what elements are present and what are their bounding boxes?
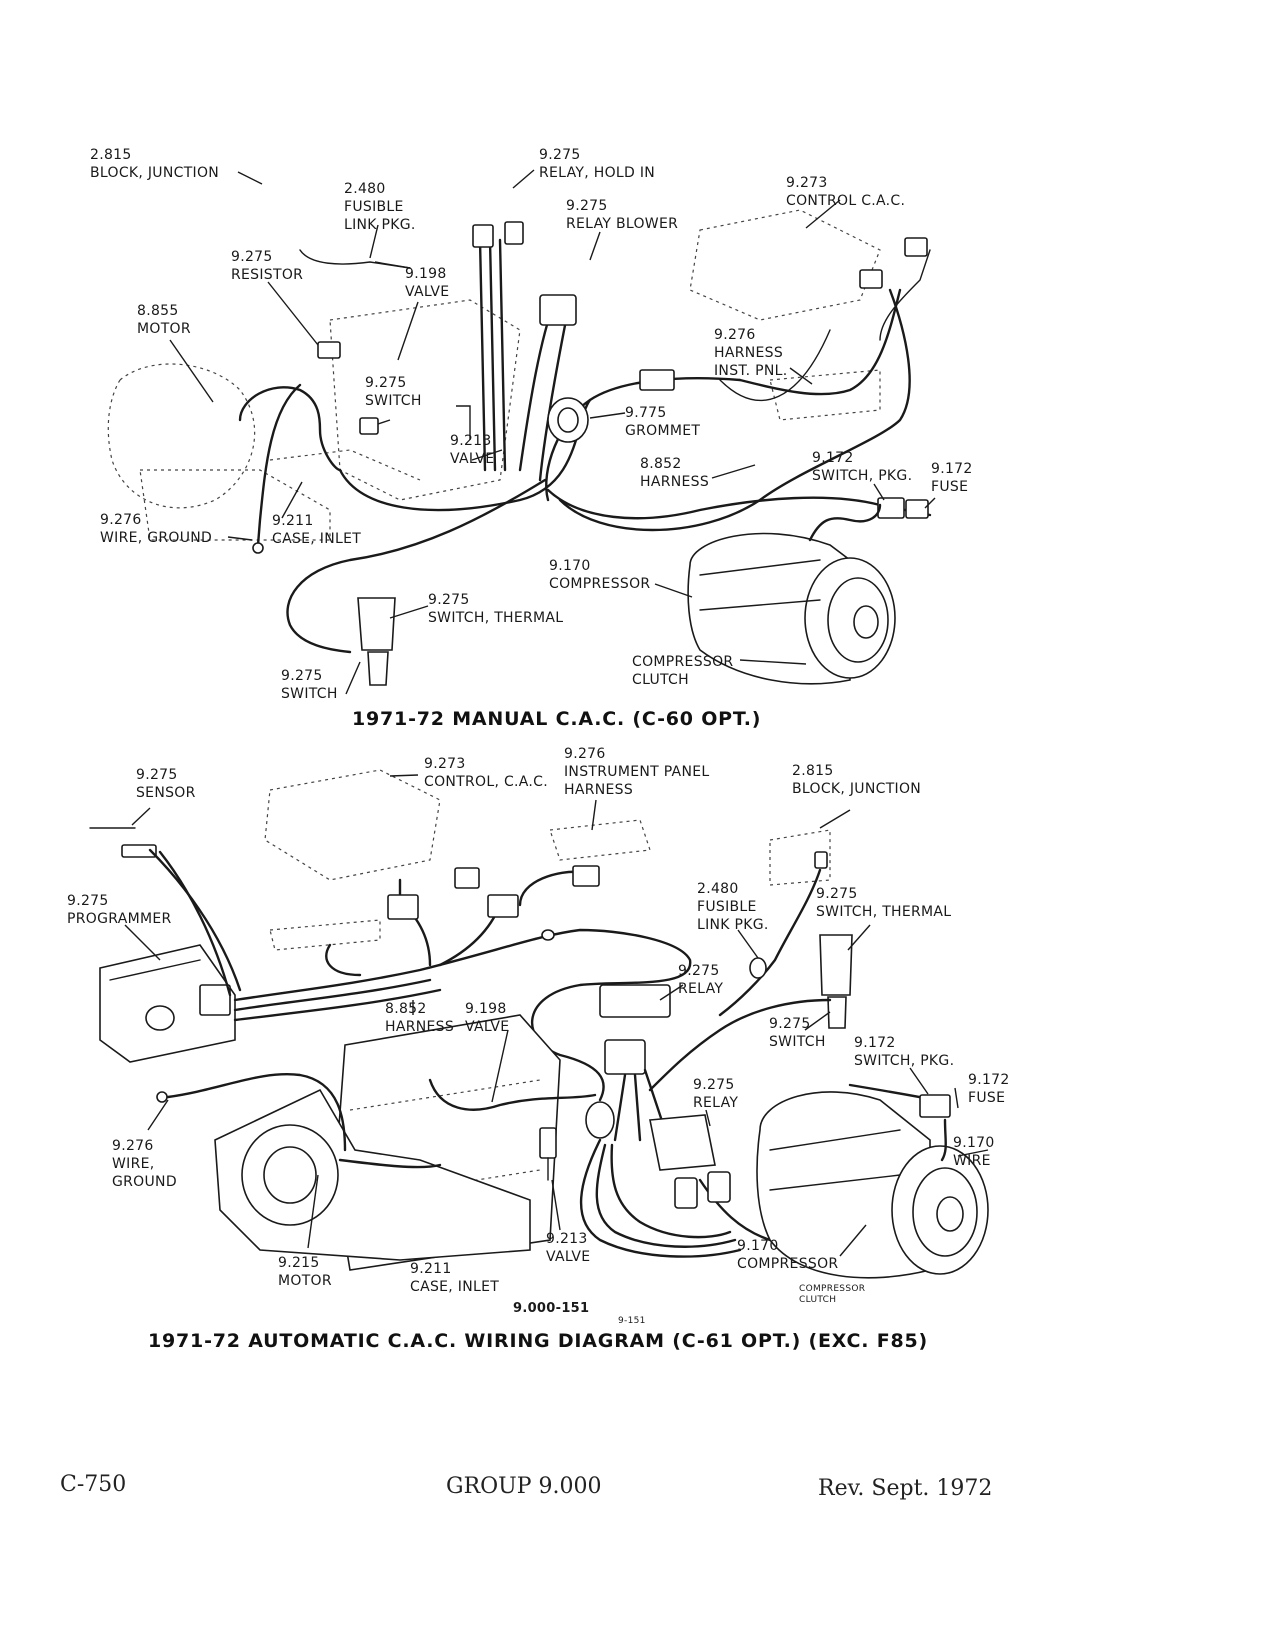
label-compressor-manual: 9.170 COMPRESSOR [549, 558, 651, 592]
figure-reference-small: 9-151 [618, 1316, 646, 1326]
label-valve-213-manual: 9.213 VALVE [450, 433, 495, 467]
label-motor-manual: 8.855 MOTOR [137, 303, 191, 337]
manual-cac-illustration [107, 209, 932, 686]
label-relay-upper-auto: 9.275 RELAY [678, 963, 724, 997]
label-fusible-link-auto: 2.480 FUSIBLE LINK PKG. [697, 881, 769, 933]
label-valve-198-manual: 9.198 VALVE [405, 266, 450, 300]
label-switch-pkg-manual: 9.172 SWITCH, PKG. [812, 450, 913, 484]
label-block-junction-manual: 2.815 BLOCK, JUNCTION [90, 147, 220, 181]
page-number: C-750 [60, 1472, 127, 1497]
automatic-diagram-title: 1971-72 AUTOMATIC C.A.C. WIRING DIAGRAM … [148, 1330, 929, 1352]
manual-leader-lines [169, 169, 936, 695]
label-wire-ground-auto: 9.276 WIRE, GROUND [112, 1138, 177, 1190]
label-wire-ground-manual: 9.276 WIRE, GROUND [100, 512, 213, 546]
label-resistor: 9.275 RESISTOR [231, 249, 304, 283]
manual-diagram-title: 1971-72 MANUAL C.A.C. (C-60 OPT.) [352, 708, 762, 730]
label-relay-hold-in: 9.275 RELAY, HOLD IN [539, 147, 656, 181]
label-fusible-link-manual: 2.480 FUSIBLE LINK PKG. [344, 181, 416, 233]
label-compressor-clutch-manual: COMPRESSOR CLUTCH [632, 654, 734, 688]
label-fuse-manual: 9.172 FUSE [931, 461, 973, 495]
label-control-cac-manual: 9.273 CONTROL C.A.C. [786, 175, 906, 209]
label-motor-auto: 9.215 MOTOR [278, 1255, 332, 1289]
label-grommet: 9.775 GROMMET [625, 405, 701, 439]
label-block-junction-auto: 2.815 BLOCK, JUNCTION [792, 763, 922, 797]
label-switch-manual: 9.275 SWITCH [365, 375, 422, 409]
label-fuse-auto: 9.172 FUSE [968, 1072, 1010, 1106]
label-sensor: 9.275 SENSOR [136, 767, 196, 801]
label-programmer: 9.275 PROGRAMMER [67, 893, 172, 927]
group-label: GROUP 9.000 [446, 1474, 602, 1499]
label-control-cac-auto: 9.273 CONTROL, C.A.C. [424, 756, 548, 790]
label-case-inlet-manual: 9.211 CASE, INLET [272, 513, 362, 547]
label-harness-manual: 8.852 HARNESS [640, 456, 710, 490]
label-switch-thermal-manual: 9.275 SWITCH, THERMAL [428, 592, 564, 626]
automatic-cac-illustration [89, 769, 989, 1279]
figure-reference-number: 9.000-151 [513, 1301, 590, 1316]
label-relay-blower: 9.275 RELAY BLOWER [566, 198, 679, 232]
label-compressor-auto: 9.170 COMPRESSOR [737, 1238, 839, 1272]
label-switch-bottom-manual: 9.275 SWITCH [281, 668, 338, 702]
automatic-leader-lines [124, 774, 989, 1257]
label-relay-lower-auto: 9.275 RELAY [693, 1077, 739, 1111]
label-valve-213-auto: 9.213 VALVE [546, 1231, 591, 1265]
label-harness-auto: 8.852 HARNESS [385, 1001, 455, 1035]
label-compressor-clutch-auto: COMPRESSOR CLUTCH [799, 1284, 866, 1305]
revision-date: Rev. Sept. 1972 [818, 1476, 993, 1501]
label-wire-auto: 9.170 WIRE [953, 1135, 995, 1169]
label-switch-pkg-auto: 9.172 SWITCH, PKG. [854, 1035, 955, 1069]
label-harness-inst-pnl: 9.276 HARNESS INST. PNL. [714, 327, 788, 379]
label-instrument-panel-harness: 9.276 INSTRUMENT PANEL HARNESS [564, 746, 710, 798]
label-valve-198-auto: 9.198 VALVE [465, 1001, 510, 1035]
label-switch-auto: 9.275 SWITCH [769, 1016, 826, 1050]
label-case-inlet-auto: 9.211 CASE, INLET [410, 1261, 500, 1295]
label-switch-thermal-auto: 9.275 SWITCH, THERMAL [816, 886, 952, 920]
